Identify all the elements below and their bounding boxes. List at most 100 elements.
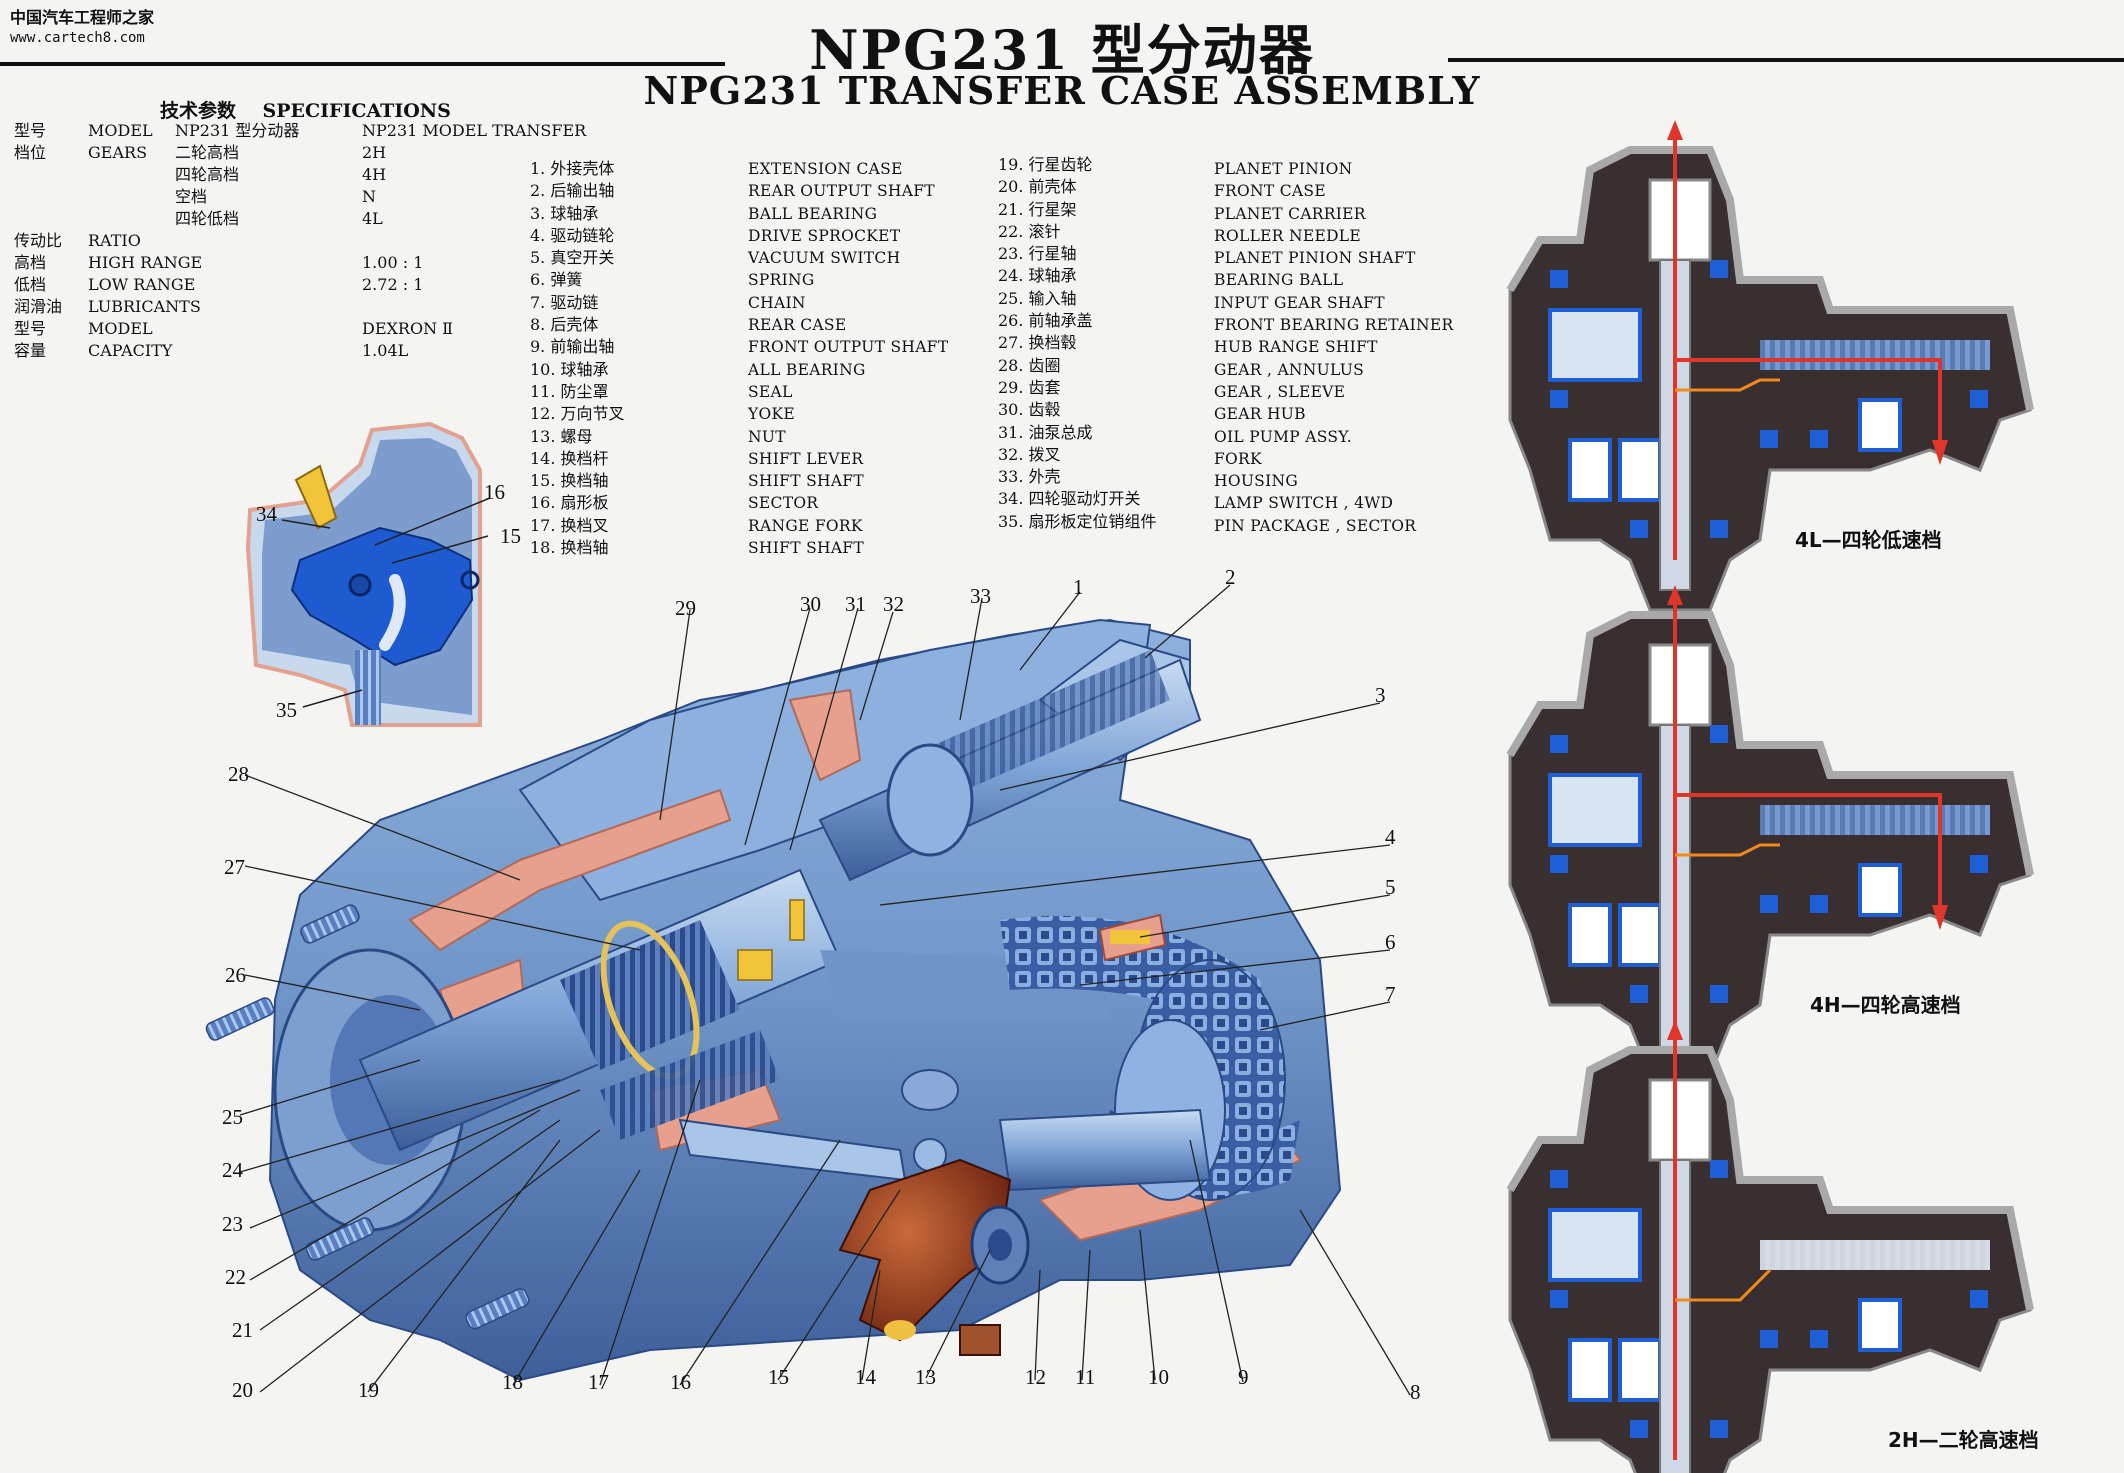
- part-item: 24. 球轴承: [998, 266, 1077, 286]
- part-item: 30. 齿毂: [998, 400, 1061, 420]
- spec-sub: 二轮高档: [175, 143, 240, 162]
- part-item: 19. 行星齿轮: [998, 155, 1093, 174]
- page-title-en: NPG231 TRANSFER CASE ASSEMBLY: [643, 68, 1481, 113]
- part-item: 3. 球轴承: [530, 203, 599, 223]
- spec-val: NP231 MODEL TRANSFER: [362, 121, 587, 140]
- part-item: 10. 球轴承: [530, 359, 609, 379]
- spec-val: 1.04L: [362, 341, 409, 360]
- part-item: 26. 前轴承盖: [998, 311, 1093, 331]
- callout-number: 2: [1225, 565, 1236, 589]
- callout-number: 1: [1073, 575, 1084, 599]
- callout-number: 27: [224, 855, 245, 879]
- part-item: VACUUM SWITCH: [748, 249, 901, 268]
- part-item: 6. 弹簧: [530, 270, 583, 290]
- callout-number: 26: [225, 963, 246, 987]
- sector-inset: [245, 421, 491, 727]
- transfer-case-cutaway: [205, 584, 1411, 1396]
- specs-heading: 技术参数 SPECIFICATIONS: [160, 96, 451, 123]
- sector-pin-icon: [355, 650, 381, 725]
- page-title-cn: NPG231 型分动器: [809, 18, 1315, 82]
- spec-en: MODEL: [88, 319, 153, 338]
- part-item: 15. 换档轴: [530, 471, 609, 491]
- spec-val: 4L: [362, 209, 383, 228]
- spec-en: GEARS: [88, 143, 148, 162]
- source-name: 中国汽车工程师之家: [10, 8, 155, 27]
- header-rule-left: [0, 62, 725, 66]
- part-item: ROLLER NEEDLE: [1214, 226, 1362, 245]
- part-item: INPUT GEAR SHAFT: [1214, 293, 1385, 312]
- caption-4l: 4L—四轮低速档: [1795, 528, 1942, 552]
- callout-number: 5: [1385, 875, 1396, 899]
- part-item: REAR CASE: [748, 316, 847, 335]
- callout-number: 15: [768, 1365, 789, 1389]
- callout-number: 19: [358, 1378, 379, 1402]
- callout-number: 9: [1238, 1365, 1249, 1389]
- callout-number: 13: [915, 1365, 936, 1389]
- callout-number: 33: [970, 584, 991, 608]
- callout-number: 7: [1385, 982, 1396, 1006]
- part-item: REAR OUTPUT SHAFT: [748, 182, 935, 201]
- part-item: 13. 螺母: [530, 426, 593, 446]
- part-item: 11. 防尘罩: [530, 381, 609, 401]
- spec-val: 2H: [362, 143, 387, 162]
- spec-val: 1.00 : 1: [362, 253, 424, 272]
- callout-number: 11: [1075, 1365, 1096, 1389]
- mode-diagram-2h: [1506, 1020, 2034, 1473]
- callout-number: 16: [484, 480, 505, 504]
- caption-2h: 2H—二轮高速档: [1888, 1428, 2039, 1452]
- part-item: 5. 真空开关: [530, 248, 615, 268]
- specs-heading-en: SPECIFICATIONS: [262, 100, 451, 122]
- part-item: 16. 扇形板: [530, 493, 609, 513]
- yoke-icon: [838, 1158, 1012, 1342]
- callout-number: 20: [232, 1378, 253, 1402]
- spec-en: CAPACITY: [88, 341, 173, 360]
- part-item: SECTOR: [748, 494, 819, 513]
- parts-list-right-en: PLANET PINION FRONT CASE PLANET CARRIER ROL…: [1214, 158, 1453, 537]
- part-item: 34. 四轮驱动灯开关: [998, 489, 1141, 509]
- spec-val: 2.72 : 1: [362, 275, 424, 294]
- callout-number: 10: [1148, 1365, 1169, 1389]
- spec-val: N: [362, 187, 376, 206]
- spec-val: 4H: [362, 165, 387, 184]
- part-item: 28. 齿圈: [998, 355, 1061, 375]
- lamp-switch-icon: [294, 464, 338, 530]
- callout-number: 22: [225, 1265, 246, 1289]
- part-item: FRONT BEARING RETAINER: [1214, 316, 1454, 335]
- part-item: 22. 滚针: [998, 221, 1061, 241]
- callout-number: 8: [1410, 1380, 1421, 1404]
- part-item: DRIVE SPROCKET: [748, 226, 901, 245]
- spec-cn: 低档: [14, 275, 47, 294]
- part-item: GEAR , ANNULUS: [1214, 360, 1365, 379]
- part-item: PIN PACKAGE , SECTOR: [1214, 516, 1417, 535]
- mode-diagrams: [1506, 120, 2034, 1473]
- mode-diagram-4h: [1506, 585, 2034, 1077]
- part-item: 35. 扇形板定位销组件: [998, 511, 1157, 531]
- part-item: GEAR , SLEEVE: [1214, 382, 1346, 401]
- part-item: 14. 换档杆: [530, 448, 609, 468]
- callout-number: 4: [1385, 825, 1396, 849]
- part-item: 18. 换档轴: [530, 538, 609, 558]
- callout-number: 35: [276, 698, 297, 722]
- callout-number: 15: [500, 524, 521, 548]
- spec-en: LOW RANGE: [88, 275, 196, 294]
- part-item: BALL BEARING: [748, 204, 878, 223]
- callout-number: 14: [855, 1365, 876, 1389]
- callout-number: 28: [228, 762, 249, 786]
- part-item: 2. 后输出轴: [530, 181, 615, 201]
- spec-cn: 润滑油: [14, 297, 63, 316]
- callout-number: 31: [845, 592, 866, 616]
- part-item: FRONT CASE: [1214, 182, 1326, 201]
- spec-cn: 高档: [14, 253, 47, 272]
- part-item: CHAIN: [748, 293, 806, 312]
- spec-en: RATIO: [88, 231, 141, 250]
- part-item: PLANET CARRIER: [1214, 204, 1366, 223]
- part-item: SHIFT SHAFT: [748, 539, 865, 558]
- part-item: NUT: [748, 427, 786, 446]
- spec-en: MODEL: [88, 121, 153, 140]
- part-item: 9. 前输出轴: [530, 337, 615, 357]
- sector-plate: [290, 526, 474, 667]
- part-item: PLANET PINION: [1214, 160, 1353, 178]
